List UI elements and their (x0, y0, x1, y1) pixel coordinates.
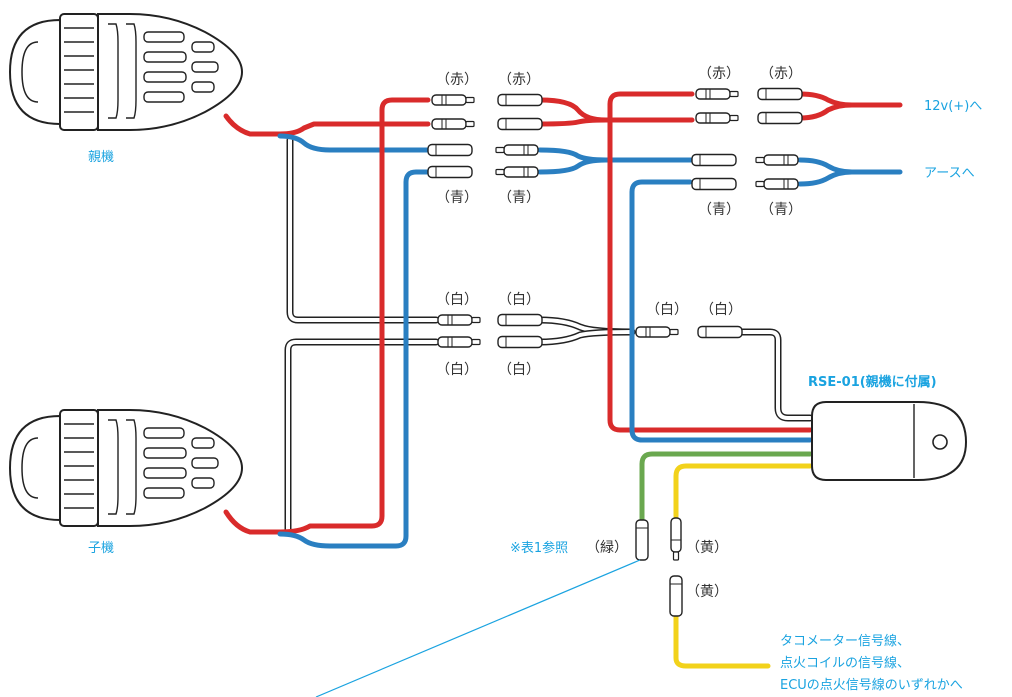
parent-unit-label: 親機 (88, 150, 114, 165)
parent-lamp (9, 13, 243, 131)
signal-label-line1: タコメーター信号線、 (780, 633, 910, 649)
pointer-line (315, 559, 641, 697)
white-wires (284, 136, 814, 534)
power-label: 12v(+)へ (924, 99, 982, 114)
rse-01-module (811, 401, 968, 481)
child-red-wire (223, 97, 431, 535)
white-label: （白） (700, 302, 742, 318)
yellow-label: （黄） (686, 539, 728, 556)
white-label: （白） (498, 362, 540, 378)
child-lamp (9, 409, 243, 527)
child-unit-label: 子機 (88, 541, 114, 556)
white-label: （白） (436, 362, 478, 378)
parent-blue-wire (277, 133, 431, 153)
blue-label: （青） (760, 202, 802, 218)
red-label: （赤） (760, 66, 802, 82)
white-label: （白） (498, 292, 540, 308)
green-wire (639, 451, 813, 523)
yellow-wire (673, 463, 813, 519)
white-label: （白） (646, 302, 688, 318)
signal-label-line2: 点火コイルの信号線、 (780, 655, 910, 671)
white-label: （白） (436, 292, 478, 308)
module-label: RSE-01(親機に付属) (808, 374, 937, 390)
blue-label: （青） (436, 190, 478, 206)
red-label: （赤） (498, 72, 540, 88)
green-label: （緑） (586, 540, 628, 556)
red-label: （赤） (698, 66, 740, 82)
blue-label: （青） (498, 190, 540, 206)
yellow-label: （黄） (686, 583, 728, 600)
child-blue-wire (277, 169, 431, 549)
parent-red-wire (223, 113, 431, 137)
note-label: ※表1参照 (510, 540, 568, 556)
red-label: （赤） (436, 72, 478, 88)
ground-label: アースへ (924, 166, 975, 181)
signal-label-line3: ECUの点火信号線のいずれかへ (780, 677, 963, 693)
blue-label: （青） (698, 202, 740, 218)
